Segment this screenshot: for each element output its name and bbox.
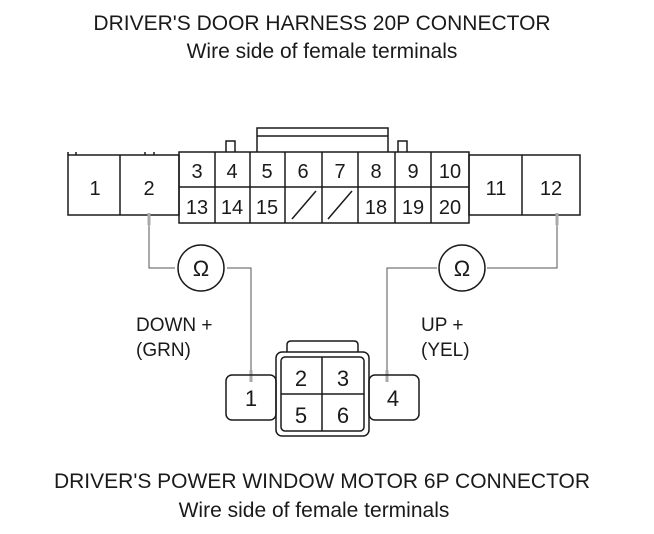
pin-2: 2 bbox=[143, 178, 154, 200]
pin-10: 10 bbox=[439, 161, 461, 183]
top-connector-subtitle: Wire side of female terminals bbox=[187, 40, 458, 63]
lock-tab bbox=[256, 127, 389, 152]
test-wiring: Ω Ω bbox=[147, 213, 559, 382]
motor-pin-5: 5 bbox=[295, 403, 307, 428]
up-wire-color: (YEL) bbox=[421, 340, 470, 361]
pin-8: 8 bbox=[370, 161, 381, 183]
motor-pin-6: 6 bbox=[337, 403, 349, 428]
door-harness-20p-connector: 1 2 3 4 5 6 7 8 9 10 11 12 13 14 15 18 1… bbox=[67, 127, 581, 224]
ohmmeter-right-symbol: Ω bbox=[454, 256, 470, 281]
pin-19: 19 bbox=[402, 197, 424, 219]
pin-5: 5 bbox=[261, 161, 272, 183]
pin-11: 11 bbox=[486, 178, 507, 200]
ohmmeter-icon bbox=[177, 244, 225, 292]
ohmmeter-icon bbox=[438, 244, 486, 292]
down-wire-color: (GRN) bbox=[136, 340, 191, 361]
pin-3: 3 bbox=[191, 161, 202, 183]
pin-9: 9 bbox=[407, 161, 418, 183]
power-window-motor-6p-connector: 1 2 3 4 5 6 bbox=[225, 340, 420, 437]
pin-1: 1 bbox=[89, 178, 100, 200]
bottom-connector-title: DRIVER'S POWER WINDOW MOTOR 6P CONNECTOR bbox=[54, 470, 590, 493]
motor-pin-1: 1 bbox=[245, 386, 257, 411]
pin-12: 12 bbox=[540, 178, 562, 200]
pin-6: 6 bbox=[297, 161, 308, 183]
motor-pin-2: 2 bbox=[295, 366, 307, 391]
pin-4: 4 bbox=[226, 161, 237, 183]
pin-18: 18 bbox=[365, 197, 387, 219]
pin-15: 15 bbox=[256, 197, 278, 219]
pin-14: 14 bbox=[221, 197, 243, 219]
ohmmeter-left-symbol: Ω bbox=[193, 256, 209, 281]
motor-pin-4: 4 bbox=[387, 386, 399, 411]
motor-pin-3: 3 bbox=[337, 366, 349, 391]
up-label: UP + bbox=[421, 315, 463, 336]
down-label: DOWN + bbox=[136, 315, 213, 336]
top-connector-title: DRIVER'S DOOR HARNESS 20P CONNECTOR bbox=[93, 12, 550, 35]
bottom-connector-subtitle: Wire side of female terminals bbox=[179, 499, 450, 522]
pin-7: 7 bbox=[334, 161, 345, 183]
pin-20: 20 bbox=[439, 197, 461, 219]
pin-13: 13 bbox=[186, 197, 208, 219]
